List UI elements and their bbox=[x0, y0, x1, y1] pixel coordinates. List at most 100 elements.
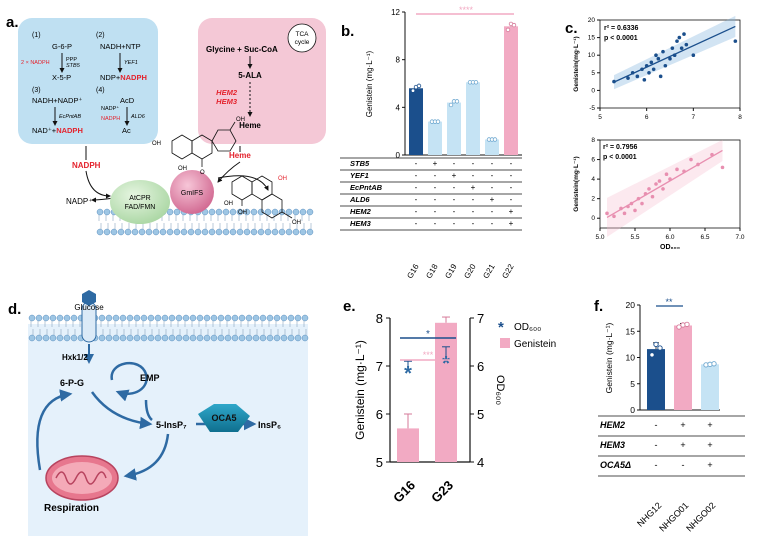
f-data-point bbox=[649, 352, 655, 358]
glucose-label: Glucose bbox=[74, 303, 104, 312]
oh-label-5: OH bbox=[238, 210, 247, 216]
b-table-cell: - bbox=[415, 219, 418, 228]
membrane-d-head-top bbox=[56, 314, 64, 322]
membrane-a-head-top bbox=[285, 208, 293, 216]
nadh-nadp-label: NADH+NADP⁺ bbox=[32, 96, 82, 105]
membrane-a-head-bottom bbox=[159, 228, 167, 236]
c-top-point bbox=[640, 67, 644, 72]
emp-label: EMP bbox=[140, 373, 160, 383]
membrane-d-head-bottom bbox=[119, 334, 127, 342]
membrane-d-head-bottom bbox=[210, 334, 218, 342]
membrane-a-head-top bbox=[306, 208, 314, 216]
c-top-y-tick-label: 0 bbox=[591, 87, 595, 94]
c-bottom-point bbox=[675, 167, 679, 172]
b-y-tick-label: 4 bbox=[396, 103, 401, 112]
o-label-1: O bbox=[200, 170, 205, 176]
c-bottom-y-tick-label: 8 bbox=[591, 137, 595, 144]
b-data-point bbox=[473, 80, 479, 85]
membrane-a-head-bottom bbox=[278, 228, 286, 236]
c-top-point bbox=[654, 53, 658, 57]
b-table-row-label: YEF1 bbox=[350, 171, 369, 180]
membrane-d-head-top bbox=[154, 314, 162, 322]
membrane-a-head-top bbox=[257, 208, 265, 216]
membrane-d-head-top bbox=[175, 314, 183, 322]
membrane-d-head-bottom bbox=[98, 334, 106, 342]
c-top-point bbox=[668, 56, 672, 61]
f-table-row-label: HEM2 bbox=[600, 420, 625, 430]
b-category-label: G18 bbox=[424, 262, 440, 280]
b-table-cell: - bbox=[491, 183, 494, 192]
c-top-point bbox=[691, 53, 696, 57]
c-bottom-point bbox=[622, 211, 627, 216]
heme-output-label: Heme bbox=[229, 151, 251, 160]
b-table-cell: - bbox=[415, 195, 418, 204]
b-table-cell: + bbox=[433, 159, 438, 168]
membrane-d-head-bottom bbox=[175, 334, 183, 342]
f-bar bbox=[701, 364, 719, 410]
membrane-d-head-bottom bbox=[35, 334, 43, 342]
e-sig-label-2: *** bbox=[423, 350, 434, 360]
membrane-a-head-top bbox=[236, 208, 244, 216]
membrane-d-head-top bbox=[168, 314, 176, 322]
ifs-product-arrow bbox=[217, 175, 269, 191]
b-table-row-label: ALD6 bbox=[349, 195, 370, 204]
membrane-d-head-bottom bbox=[147, 334, 155, 342]
membrane-a-head-bottom bbox=[131, 228, 139, 236]
c-bottom-point bbox=[710, 152, 714, 157]
reaction-1-label: (1) bbox=[32, 32, 41, 39]
atcpr-label: AtCPR bbox=[129, 195, 150, 202]
b-bar bbox=[428, 121, 442, 155]
f-table-row-label: HEM3 bbox=[600, 440, 625, 450]
nadp-output-label: NADP⁺ bbox=[66, 197, 92, 206]
acd-label: AcD bbox=[120, 96, 135, 105]
f-y-tick-label: 15 bbox=[626, 326, 636, 336]
f-y-tick-label: 20 bbox=[626, 300, 636, 310]
c-bot-r2: r² = 0.7956 bbox=[603, 144, 638, 151]
panel-c-letter: c. bbox=[565, 20, 578, 37]
c-bottom-x-tick-label: 6.5 bbox=[700, 234, 709, 241]
c-top-point bbox=[670, 46, 675, 50]
f-y-axis-title: Genistein (mg·L⁻¹) bbox=[604, 323, 614, 394]
g6p-to-insp7-arrow bbox=[90, 391, 153, 430]
membrane-d-head-bottom bbox=[140, 334, 148, 342]
b-table-cell: - bbox=[491, 159, 494, 168]
b-table-cell: + bbox=[509, 207, 514, 216]
ecpntab-label: EcPntAB bbox=[59, 114, 81, 120]
membrane-d-head-bottom bbox=[133, 334, 141, 342]
b-table-cell: - bbox=[434, 207, 437, 216]
membrane-d-head-bottom bbox=[154, 334, 162, 342]
b-table-row-label: HEM3 bbox=[350, 219, 372, 228]
oh-label-4: OH bbox=[224, 201, 233, 207]
f-table-cell: + bbox=[707, 460, 712, 470]
membrane-a-head-top bbox=[166, 208, 174, 216]
c-bottom-confidence-band bbox=[607, 139, 723, 237]
f-sig-label: ** bbox=[665, 297, 673, 307]
genistein-structure bbox=[231, 175, 293, 219]
f-table-cell: - bbox=[655, 460, 658, 470]
membrane-d-head-top bbox=[161, 314, 169, 322]
c-bottom-point bbox=[657, 179, 662, 183]
b-table-cell: - bbox=[491, 171, 494, 180]
b-table-cell: - bbox=[415, 183, 418, 192]
membrane-a-head-bottom bbox=[264, 228, 272, 236]
b-bar bbox=[485, 139, 499, 155]
b-table-cell: - bbox=[510, 159, 513, 168]
membrane-a-head-bottom bbox=[292, 228, 300, 236]
b-table-cell: + bbox=[509, 219, 514, 228]
oca5-protein bbox=[198, 404, 250, 432]
membrane-d-head-top bbox=[203, 314, 211, 322]
membrane-d-head-top bbox=[238, 314, 246, 322]
membrane-d-head-top bbox=[126, 314, 134, 322]
membrane-d-head-top bbox=[119, 314, 127, 322]
c-top-y-axis-title: Genistein(mg·L⁻¹) bbox=[573, 36, 580, 91]
b-table-cell: + bbox=[471, 183, 476, 192]
membrane-d-head-bottom bbox=[280, 334, 288, 342]
b-table-cell: - bbox=[434, 183, 437, 192]
membrane-a-head-bottom bbox=[103, 228, 111, 236]
membrane-a-head-top bbox=[292, 208, 300, 216]
panel-d: d. Glucose Hxk1/2 6-P-G EMP 5-InsP₇ OCA5… bbox=[8, 290, 309, 536]
